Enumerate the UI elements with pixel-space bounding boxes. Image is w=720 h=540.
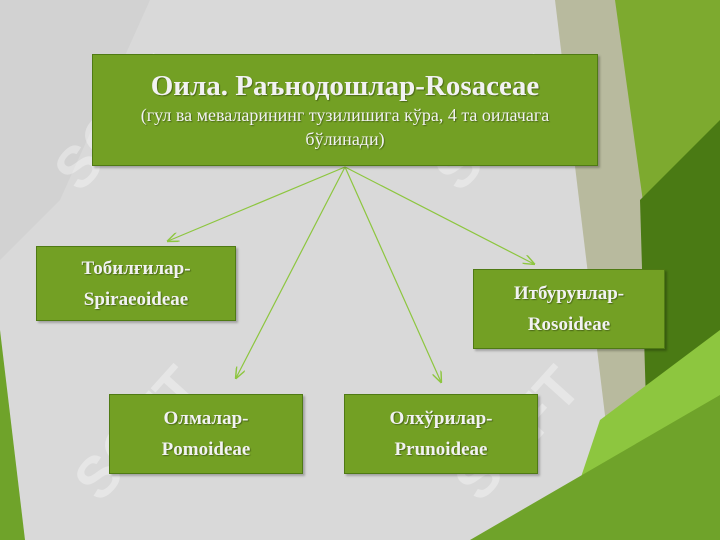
decor-bottom-band <box>470 395 720 540</box>
subfamily-rosoideae-box: Итбурунлар- Rosoideae <box>473 269 665 349</box>
family-title-box: Оила. Раънодошлар-Rosaceae (гул ва мевал… <box>92 54 598 166</box>
arrow-to-rosoideae <box>344 166 534 264</box>
subfamily-latin-name: Pomoideae <box>161 439 251 460</box>
family-subtitle: (гул ва меваларининг тузилишига кўра, 4 … <box>140 105 550 149</box>
subfamily-prunoideae-box: Олхўрилар- Prunoideae <box>344 394 538 474</box>
subfamily-local-name: Итбурунлар- <box>513 283 625 304</box>
subfamily-local-name: Олмалар- <box>163 408 249 429</box>
subfamily-local-name: Олхўрилар- <box>389 408 493 429</box>
family-title: Оила. Раънодошлар-Rosaceae <box>150 70 540 102</box>
subfamily-latin-name: Prunoideae <box>394 439 488 460</box>
decor-left-band <box>0 330 25 540</box>
subfamily-latin-name: Spiraeoideae <box>83 288 189 310</box>
arrow-to-prunoideae <box>344 166 441 382</box>
subfamily-latin-name: Rosoideae <box>527 314 611 335</box>
subfamily-spiraeoideae-box: Тобилғилар- Spiraeoideae <box>36 246 236 321</box>
subfamily-local-name: Тобилғилар- <box>81 257 191 279</box>
subfamily-pomoideae-box: Олмалар- Pomoideae <box>109 394 303 474</box>
arrow-to-pomoideae <box>236 166 346 378</box>
arrow-to-spiraeoideae <box>168 166 346 241</box>
